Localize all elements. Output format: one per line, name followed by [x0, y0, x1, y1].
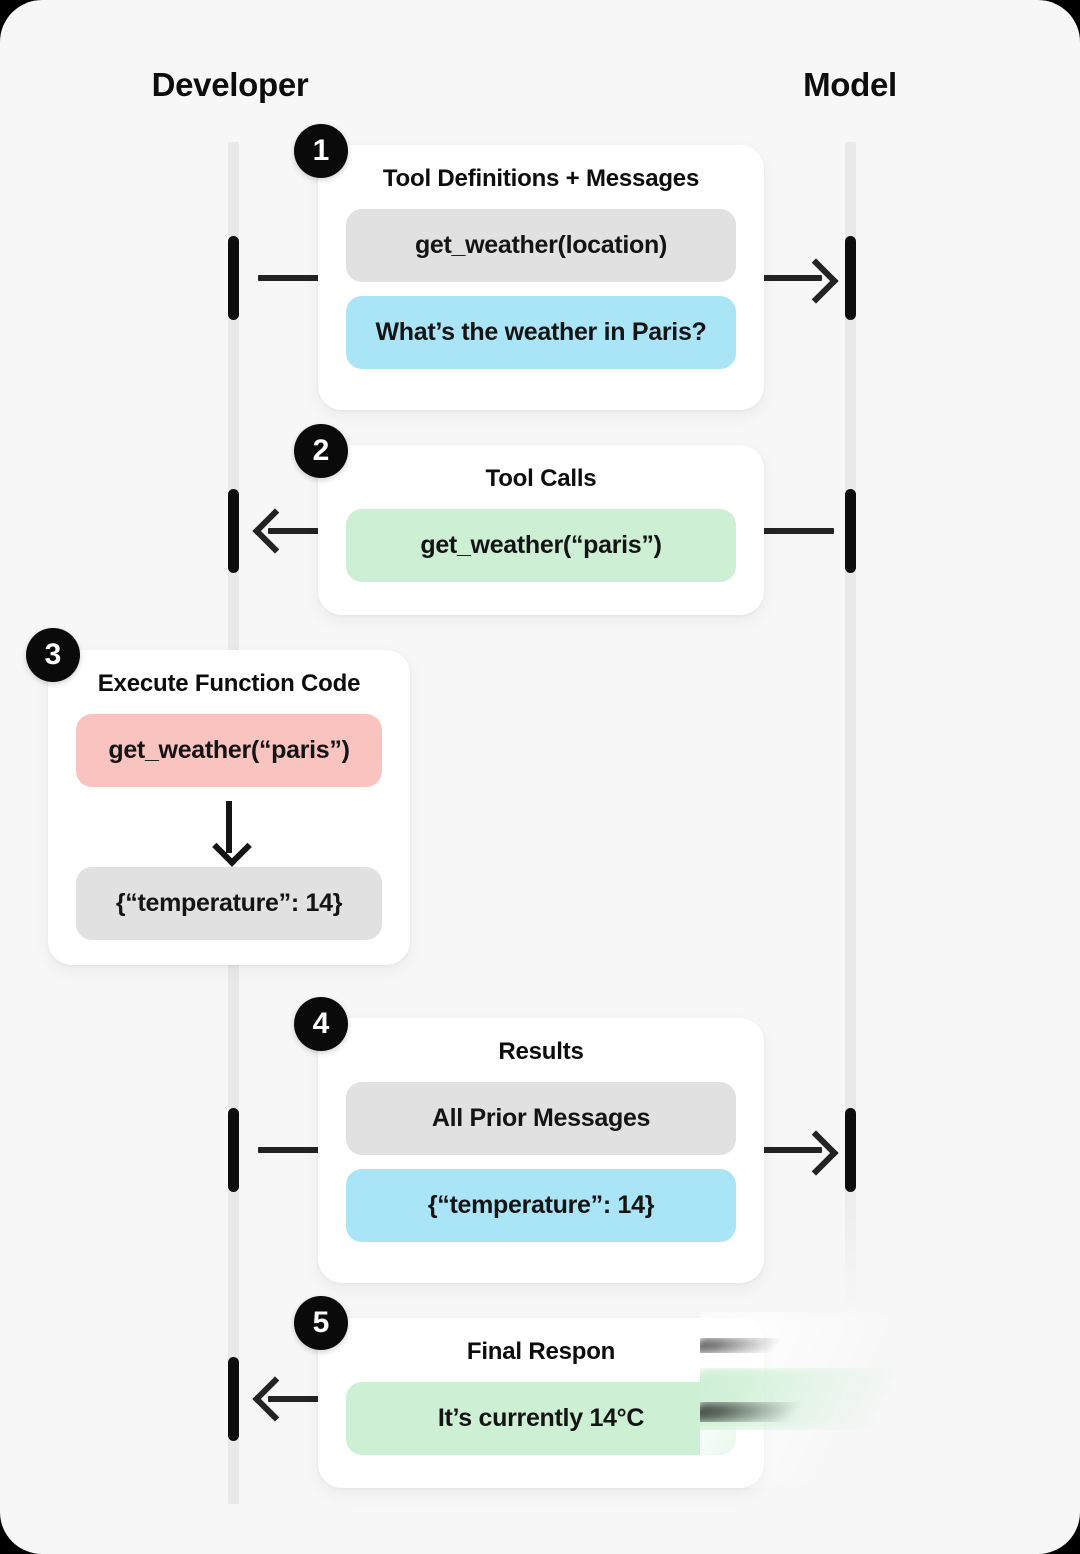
step-badge-5: 5: [294, 1296, 348, 1350]
connector-step-2-left: [268, 528, 332, 534]
arrow-left-icon-step-5: [252, 1376, 298, 1422]
step-card-1-item-0: get_weather(location): [346, 209, 736, 282]
step-badge-2: 2: [294, 424, 348, 478]
connector-step-1-left: [258, 275, 332, 281]
step-card-3-item-0: get_weather(“paris”): [76, 714, 382, 787]
step-card-2[interactable]: Tool Calls get_weather(“paris”): [318, 445, 764, 615]
step-card-4-title: Results: [498, 1038, 584, 1065]
connector-step-1-right: [760, 275, 822, 281]
step-card-4[interactable]: Results All Prior Messages {“temperature…: [318, 1018, 764, 1283]
step-card-1-title: Tool Definitions + Messages: [382, 165, 700, 192]
step-card-3[interactable]: Execute Function Code get_weather(“paris…: [48, 650, 410, 965]
arrow-right-icon-step-4: [793, 1130, 839, 1176]
connector-step-2-right: [760, 528, 834, 534]
lifeline-model: [845, 142, 856, 1312]
step-badge-1: 1: [294, 124, 348, 178]
step-card-2-title: Tool Calls: [485, 465, 597, 492]
step-card-4-item-0: All Prior Messages: [346, 1082, 736, 1155]
connector-step-4-right: [760, 1147, 822, 1153]
step-card-2-item-0: get_weather(“paris”): [346, 509, 736, 582]
connector-step-5-left: [268, 1396, 332, 1402]
activation-model-step-2: [845, 489, 856, 573]
step-card-5[interactable]: Final Respon It’s currently 14°C: [318, 1318, 764, 1488]
column-header-model: Model: [803, 66, 897, 103]
arrow-right-icon-step-1: [793, 258, 839, 304]
connector-step-4-left: [258, 1147, 332, 1153]
column-header-developer: Developer: [151, 66, 309, 103]
step-card-1[interactable]: Tool Definitions + Messages get_weather(…: [318, 145, 764, 410]
step-card-5-item-0: It’s currently 14°C: [346, 1382, 736, 1455]
step-card-4-item-1: {“temperature”: 14}: [346, 1169, 736, 1242]
step-card-3-title: Execute Function Code: [97, 670, 361, 697]
step-badge-3: 3: [26, 628, 80, 682]
activation-model-step-1: [845, 236, 856, 320]
arrow-down-icon-step-3: [76, 801, 382, 867]
step-card-1-item-1: What’s the weather in Paris?: [346, 296, 736, 369]
arrow-left-icon-step-2: [252, 508, 298, 554]
activation-developer-step-1: [228, 236, 239, 320]
step-card-3-item-1: {“temperature”: 14}: [76, 867, 382, 940]
step-card-5-title: Final Respon: [466, 1338, 616, 1365]
step-badge-4: 4: [294, 997, 348, 1051]
activation-model-step-4: [845, 1108, 856, 1192]
activation-developer-step-4: [228, 1108, 239, 1192]
activation-developer-step-2: [228, 489, 239, 573]
activation-developer-step-5: [228, 1357, 239, 1441]
